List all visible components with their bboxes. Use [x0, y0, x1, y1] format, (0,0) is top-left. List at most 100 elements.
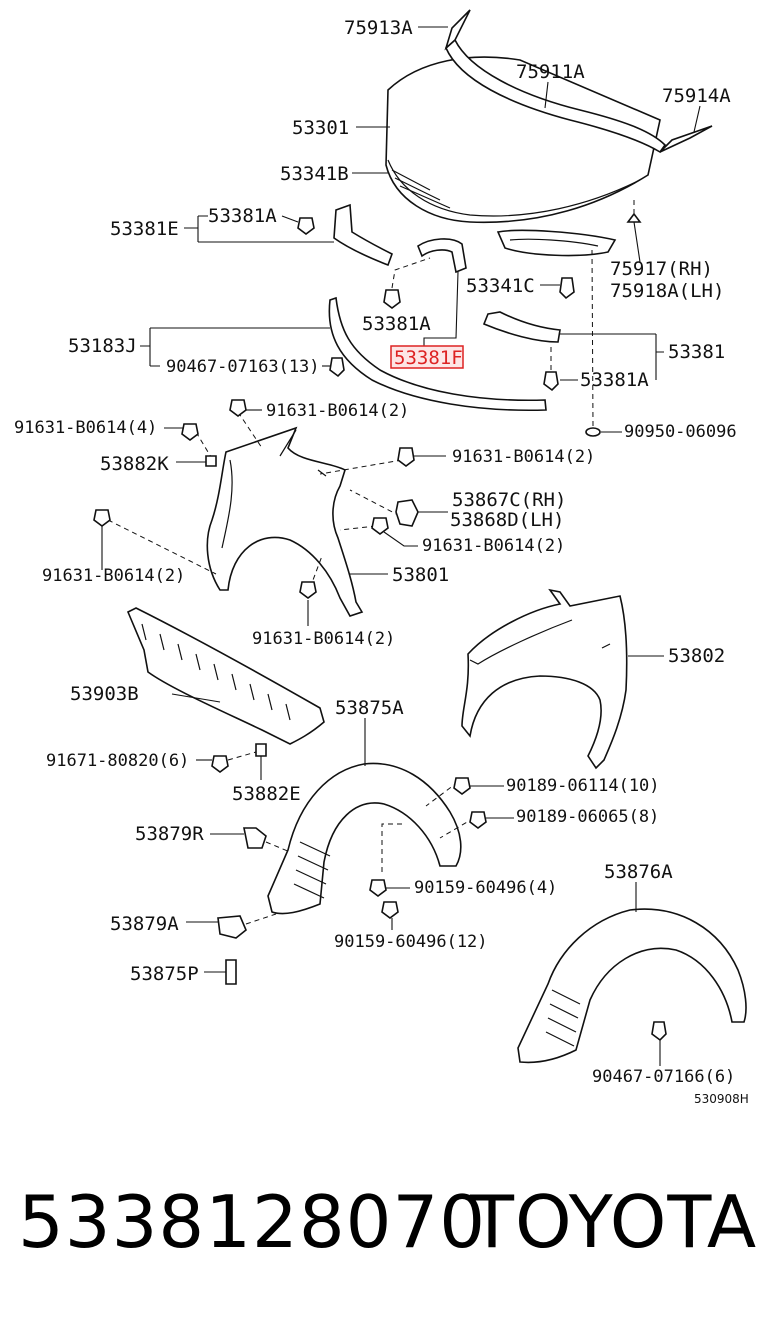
- lead-75911A: [544, 81, 549, 109]
- lead-75917: [633, 221, 641, 263]
- clip-53879R[interactable]: [243, 827, 267, 849]
- clip-90189-06114[interactable]: [453, 777, 471, 795]
- label-53381E[interactable]: 53381E: [110, 218, 179, 240]
- label-90467-07163[interactable]: 90467-07163(13): [166, 357, 320, 377]
- hood-inner-panel: [496, 229, 617, 257]
- bracket-53381F[interactable]: [417, 238, 467, 274]
- seal-strip-53183J[interactable]: [328, 296, 547, 412]
- label-90159-60496-12[interactable]: 90159-60496(12): [334, 932, 488, 952]
- label-53301[interactable]: 53301: [292, 117, 349, 139]
- clip-53341C[interactable]: [559, 277, 575, 300]
- label-53802[interactable]: 53802: [668, 645, 725, 667]
- lead-75914A: [693, 105, 701, 133]
- label-75913A[interactable]: 75913A: [344, 17, 413, 39]
- fender-53801[interactable]: [206, 426, 364, 617]
- molding-end-75913A[interactable]: [444, 9, 471, 51]
- bolt-91631-e[interactable]: [93, 509, 111, 527]
- label-53381A-3[interactable]: 53381A: [580, 369, 649, 391]
- part-number: 5338128070: [18, 1180, 487, 1264]
- label-53341C[interactable]: 53341C: [466, 275, 535, 297]
- dash-53879R: [265, 841, 291, 853]
- label-53381A-2[interactable]: 53381A: [362, 313, 431, 335]
- label-53879R[interactable]: 53879R: [135, 823, 204, 845]
- dash-53879A: [245, 913, 277, 925]
- label-75914A[interactable]: 75914A: [662, 85, 731, 107]
- lead-53183J: [140, 327, 330, 367]
- hood-stop-cushion-75917[interactable]: [626, 212, 642, 223]
- absorber-53903B[interactable]: [126, 607, 325, 745]
- label-91631-B0614-2b[interactable]: 91631-B0614(2): [452, 447, 595, 467]
- label-91671-80820[interactable]: 91671-80820(6): [46, 751, 189, 771]
- bolt-91631-c[interactable]: [397, 447, 415, 467]
- label-90467-07166[interactable]: 90467-07166(6): [592, 1067, 735, 1087]
- clip-53381A-upper[interactable]: [297, 217, 315, 235]
- label-53879A[interactable]: 53879A: [110, 913, 179, 935]
- lead-53381E-bracket: [184, 215, 334, 243]
- plug-90950-06096[interactable]: [585, 427, 601, 437]
- bracket-53381E[interactable]: [333, 203, 393, 267]
- label-53875A[interactable]: 53875A: [335, 697, 404, 719]
- footer: 5338128070 TOYOTA: [0, 1180, 760, 1290]
- label-53801[interactable]: 53801: [392, 564, 449, 586]
- label-53882E[interactable]: 53882E: [232, 783, 301, 805]
- bolt-91631-f[interactable]: [299, 581, 317, 599]
- label-53868D[interactable]: 53868D(LH): [450, 509, 564, 531]
- label-75918A[interactable]: 75918A(LH): [610, 280, 724, 302]
- label-53381[interactable]: 53381: [668, 341, 725, 363]
- lead-53903B: [171, 693, 221, 703]
- clip-53882K[interactable]: [205, 455, 217, 467]
- bolt-91631-a[interactable]: [229, 399, 247, 417]
- label-53867C[interactable]: 53867C(RH): [452, 489, 566, 511]
- liner-53875A[interactable]: [267, 762, 462, 915]
- label-75917[interactable]: 75917(RH): [610, 258, 713, 280]
- label-91631-B0614-2e[interactable]: 91631-B0614(2): [252, 629, 395, 649]
- screw-53875P[interactable]: [225, 959, 237, 985]
- label-91631-B0614-4[interactable]: 91631-B0614(4): [14, 418, 157, 438]
- bolt-91671[interactable]: [211, 755, 229, 773]
- label-91631-B0614-2c[interactable]: 91631-B0614(2): [422, 536, 565, 556]
- label-90189-06065[interactable]: 90189-06065(8): [516, 807, 659, 827]
- screw-90159-b[interactable]: [381, 901, 399, 919]
- dash-fender-53801-4: [319, 459, 403, 475]
- highlight-53381F: [390, 345, 464, 369]
- label-91631-B0614-2d[interactable]: 91631-B0614(2): [42, 566, 185, 586]
- label-53903B[interactable]: 53903B: [70, 683, 139, 705]
- label-53183J[interactable]: 53183J: [68, 335, 137, 357]
- label-53875P[interactable]: 53875P: [130, 963, 199, 985]
- clip-90189-06065[interactable]: [469, 811, 487, 829]
- clip-53381A-3[interactable]: [543, 371, 559, 392]
- clip-90467-07163[interactable]: [329, 357, 345, 378]
- bracket-53867C[interactable]: [395, 499, 419, 527]
- label-75911A[interactable]: 75911A: [516, 61, 585, 83]
- dash-90950: [591, 249, 594, 427]
- hood-vent-lines: [391, 169, 451, 209]
- hood-inner-edge: [387, 159, 641, 217]
- clip-53882E[interactable]: [255, 743, 267, 757]
- bolt-91631-d[interactable]: [371, 517, 389, 535]
- molding-end-75914A[interactable]: [659, 125, 713, 153]
- label-90189-06114[interactable]: 90189-06114(10): [506, 776, 660, 796]
- hood-inner-detail: [509, 238, 599, 247]
- label-53381A-1[interactable]: 53381A: [208, 205, 277, 227]
- label-53876A[interactable]: 53876A: [604, 861, 673, 883]
- label-53882K[interactable]: 53882K: [100, 453, 169, 475]
- bolt-91631-b[interactable]: [181, 423, 199, 441]
- label-90159-60496-4[interactable]: 90159-60496(4): [414, 878, 557, 898]
- lead-53381A-1: [281, 215, 299, 223]
- screw-90159-a[interactable]: [369, 879, 387, 897]
- bracket-53879A[interactable]: [217, 915, 247, 939]
- label-90950-06096[interactable]: 90950-06096: [624, 422, 737, 442]
- dash-fender-53801-5: [349, 489, 401, 517]
- label-53381F[interactable]: 53381F: [394, 347, 463, 369]
- clip-90467-07166[interactable]: [651, 1021, 667, 1042]
- fender-53802[interactable]: [461, 588, 628, 770]
- label-53341B[interactable]: 53341B: [280, 163, 349, 185]
- fender-53802-edge: [469, 619, 611, 665]
- bracket-53381[interactable]: [482, 311, 561, 343]
- fender-53801-edge: [221, 429, 327, 549]
- hood-panel[interactable]: [385, 56, 661, 224]
- liner-53876A[interactable]: [517, 908, 747, 1064]
- clip-53381A-2[interactable]: [383, 289, 401, 309]
- label-91631-B0614-2a[interactable]: 91631-B0614(2): [266, 401, 409, 421]
